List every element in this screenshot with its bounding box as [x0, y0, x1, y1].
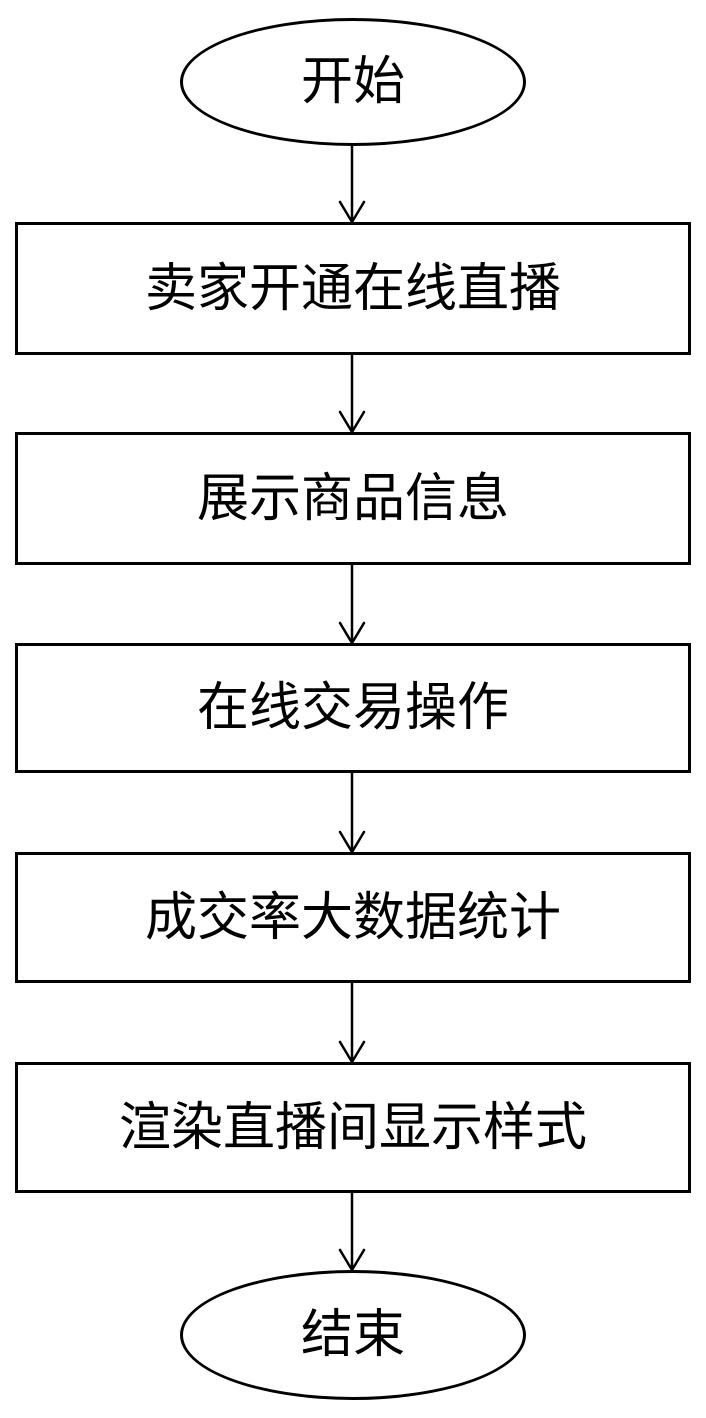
arrow-step-3-to-step-4 — [338, 772, 366, 854]
arrow-step-1-to-step-2 — [338, 354, 366, 434]
step-3-box: 在线交易操作 — [15, 643, 691, 773]
step-1-box: 卖家开通在线直播 — [15, 222, 691, 355]
step-5-box: 渲染直播间显示样式 — [15, 1062, 691, 1193]
end-node: 结束 — [180, 1270, 526, 1400]
step-4-box: 成交率大数据统计 — [15, 852, 691, 983]
step-2-box: 展示商品信息 — [15, 432, 691, 565]
arrow-step-5-to-end — [338, 1192, 366, 1272]
arrow-start-to-step-1 — [338, 145, 366, 224]
arrow-step-4-to-step-5 — [338, 982, 366, 1064]
arrow-step-2-to-step-3 — [338, 564, 366, 645]
start-node: 开始 — [180, 18, 526, 146]
